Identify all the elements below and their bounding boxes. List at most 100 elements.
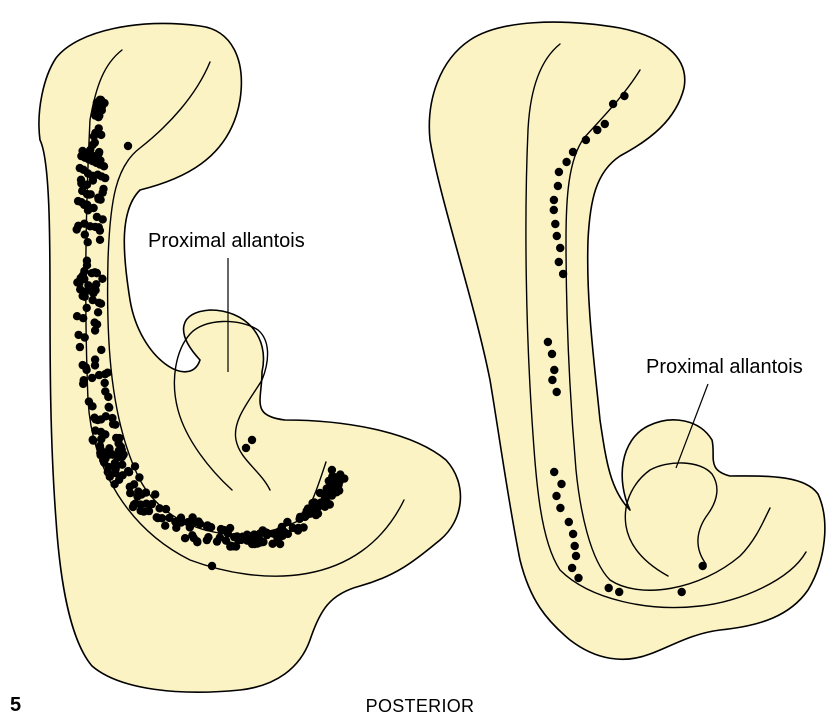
cell-dot	[601, 120, 609, 128]
cell-dot	[89, 176, 97, 184]
cell-dot	[105, 450, 113, 458]
cell-dot	[569, 530, 577, 538]
cell-dot	[556, 504, 564, 512]
cell-dot	[246, 536, 254, 544]
cell-dot	[165, 514, 173, 522]
cell-dot	[79, 314, 87, 322]
cell-dot	[213, 537, 221, 545]
cell-dot	[101, 174, 109, 182]
cell-dot	[88, 269, 96, 277]
cell-dot	[118, 453, 126, 461]
cell-dot	[550, 366, 558, 374]
cell-dot	[678, 588, 686, 596]
cell-dot	[84, 238, 92, 246]
cell-dot	[130, 480, 138, 488]
cell-dot	[550, 196, 558, 204]
cell-dot	[136, 500, 144, 508]
cell-dot	[268, 540, 276, 548]
cell-dot	[574, 574, 582, 582]
cell-dot	[96, 226, 104, 234]
cell-dot	[91, 361, 99, 369]
cell-dot	[552, 492, 560, 500]
cell-dot	[101, 387, 109, 395]
cell-dot	[97, 346, 105, 354]
cell-dot	[82, 363, 90, 371]
cell-dot	[83, 304, 91, 312]
cell-dot	[81, 333, 89, 341]
cell-dot	[90, 318, 98, 326]
cell-dot	[99, 188, 107, 196]
cell-dot	[203, 536, 211, 544]
cell-dot	[226, 524, 234, 532]
cell-dot	[111, 421, 119, 429]
cell-dot	[134, 487, 142, 495]
cell-dot	[89, 436, 97, 444]
cell-dot	[79, 271, 87, 279]
cell-dot	[101, 370, 109, 378]
cell-dot	[98, 275, 106, 283]
left-embryo-panel: Proximal allantois	[39, 24, 460, 693]
cell-dot	[115, 434, 123, 442]
cell-dot	[104, 468, 112, 476]
cell-dot	[96, 449, 104, 457]
left-embryo-outline	[39, 24, 460, 693]
cell-dot	[81, 293, 89, 301]
cell-dot	[80, 201, 88, 209]
cell-dot	[306, 510, 314, 518]
cell-dot	[79, 166, 87, 174]
cell-dot	[222, 537, 230, 545]
cell-dot	[316, 502, 324, 510]
cell-dot	[89, 141, 97, 149]
cell-dot	[262, 528, 270, 536]
cell-dot	[548, 376, 556, 384]
cell-dot	[97, 300, 105, 308]
cell-dot	[568, 564, 576, 572]
cell-dot	[323, 489, 331, 497]
cell-dot	[96, 236, 104, 244]
cell-dot	[83, 190, 91, 198]
cell-dot	[151, 490, 159, 498]
cell-dot	[582, 136, 590, 144]
cell-dot	[248, 436, 256, 444]
cell-dot	[192, 518, 200, 526]
cell-dot	[162, 505, 170, 513]
cell-dot	[259, 538, 267, 546]
cell-dot	[94, 416, 102, 424]
cell-dot	[105, 403, 113, 411]
cell-dot	[190, 534, 198, 542]
cell-dot	[117, 443, 125, 451]
cell-dot	[555, 258, 563, 266]
cell-dot	[126, 489, 134, 497]
cell-dot	[77, 176, 85, 184]
cell-dot	[551, 220, 559, 228]
cell-dot	[699, 562, 707, 570]
cell-dot	[562, 158, 570, 166]
cell-dot	[91, 286, 99, 294]
cell-dot	[544, 338, 552, 346]
cell-dot	[94, 308, 102, 316]
cell-dot	[118, 461, 126, 469]
cell-dot	[572, 552, 580, 560]
cell-dot	[207, 523, 215, 531]
cell-dot	[559, 270, 567, 278]
cell-dot	[550, 468, 558, 476]
cell-dot	[88, 374, 96, 382]
cell-dot	[124, 467, 132, 475]
cell-dot	[89, 204, 97, 212]
cell-dot	[97, 435, 105, 443]
cell-dot	[110, 480, 118, 488]
orientation-label: POSTERIOR	[0, 696, 840, 717]
cell-dot	[99, 215, 107, 223]
cell-dot	[80, 376, 88, 384]
cell-dot	[569, 148, 577, 156]
cell-dot	[593, 126, 601, 134]
cell-dot	[330, 474, 338, 482]
cell-dot	[131, 462, 139, 470]
cell-dot	[242, 444, 250, 452]
cell-dot	[217, 525, 225, 533]
cell-dot	[76, 343, 84, 351]
cell-dot	[609, 100, 617, 108]
cell-dot	[553, 388, 561, 396]
cell-dot	[76, 285, 84, 293]
cell-dot	[148, 500, 156, 508]
